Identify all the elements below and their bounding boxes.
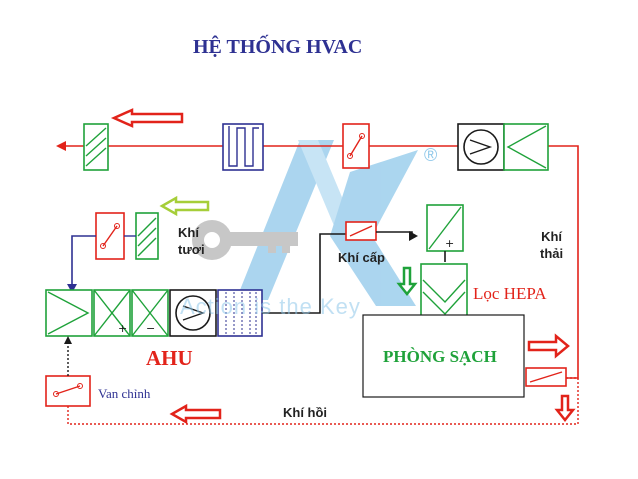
balancing-damper <box>45 375 91 407</box>
watermark-slogan: Action is the Key <box>180 294 361 319</box>
page-title: HỆ THỐNG HVAC <box>193 36 363 58</box>
label-khi-hoi: Khí hồi <box>283 405 328 420</box>
arrow-left-red-icon <box>110 108 184 128</box>
arrow-right-red-icon <box>527 333 570 359</box>
fresh-air-line <box>71 235 96 289</box>
label-khi-tuoi: Khí tươi <box>178 225 205 257</box>
supply-plus-sign: + <box>445 237 454 250</box>
exhaust-prefilter <box>503 123 549 171</box>
coil-plus-sign: + <box>118 322 127 335</box>
label-khi-thai: Khí thải <box>540 229 564 261</box>
label-loc-hepa: Lọc HEPA <box>473 284 547 303</box>
clean-room <box>362 314 525 398</box>
arrow-left-red-return-icon <box>169 403 222 425</box>
label-khi-cap: Khí cấp <box>338 250 385 265</box>
label-phong-sach: PHÒNG SẠCH <box>383 347 497 366</box>
label-ahu: AHU <box>146 346 193 370</box>
exhaust-arrow-head <box>56 141 66 151</box>
return-air-line <box>67 377 579 425</box>
arrow-down-red-icon <box>554 394 576 423</box>
supply-duct-line <box>262 233 346 314</box>
arrow-down-green-icon <box>396 266 418 297</box>
registered-mark: ® <box>424 145 438 165</box>
fan-icon <box>457 123 505 171</box>
arrow-left-green-icon <box>159 195 210 217</box>
hepa-filter <box>420 263 468 317</box>
coil-minus-sign: − <box>146 322 155 335</box>
label-van-chinh: Van chỉnh <box>98 386 151 401</box>
ahu-unit <box>45 289 263 337</box>
